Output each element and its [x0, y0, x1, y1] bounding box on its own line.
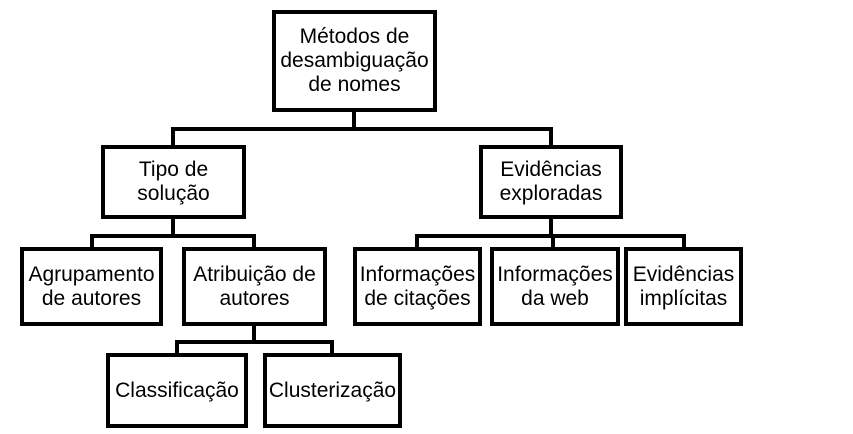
node-evidencias-exploradas: Evidências exploradas — [479, 145, 623, 219]
node-classificacao: Classificação — [106, 353, 248, 428]
connector-level3-right-horizontal — [415, 234, 686, 238]
connector-tipo-solucao-stem — [171, 127, 175, 145]
connector-clusterizacao-stem — [330, 340, 334, 353]
connector-level2-horizontal — [171, 127, 553, 131]
node-informacoes-web: Informações da web — [490, 247, 620, 326]
connector-classificacao-stem — [175, 340, 179, 353]
connector-agrupamento-stem — [90, 234, 94, 247]
connector-level4-horizontal — [175, 340, 334, 344]
connector-evid-implicitas-stem — [682, 234, 686, 247]
connector-tipo-solucao-down — [171, 219, 175, 238]
node-evidencias-implicitas: Evidências implícitas — [624, 247, 743, 326]
node-atribuicao-autores: Atribuição de autores — [182, 247, 327, 326]
connector-level3-left-horizontal — [90, 234, 256, 238]
node-agrupamento-autores: Agrupamento de autores — [20, 247, 163, 326]
connector-root-stem — [352, 112, 356, 131]
connector-evidencias-down — [549, 219, 553, 238]
node-tipo-solucao: Tipo de solução — [101, 145, 246, 219]
node-metodos-desambiguacao: Métodos de desambiguação de nomes — [272, 10, 437, 112]
node-informacoes-citacoes: Informações de citações — [353, 247, 482, 326]
node-clusterizacao: Clusterização — [263, 353, 402, 428]
connector-info-citacoes-stem — [415, 234, 419, 247]
connector-atribuicao-stem — [252, 234, 256, 247]
connector-info-web-stem — [551, 234, 555, 247]
connector-evidencias-stem — [549, 127, 553, 145]
connector-atribuicao-down — [252, 326, 256, 344]
